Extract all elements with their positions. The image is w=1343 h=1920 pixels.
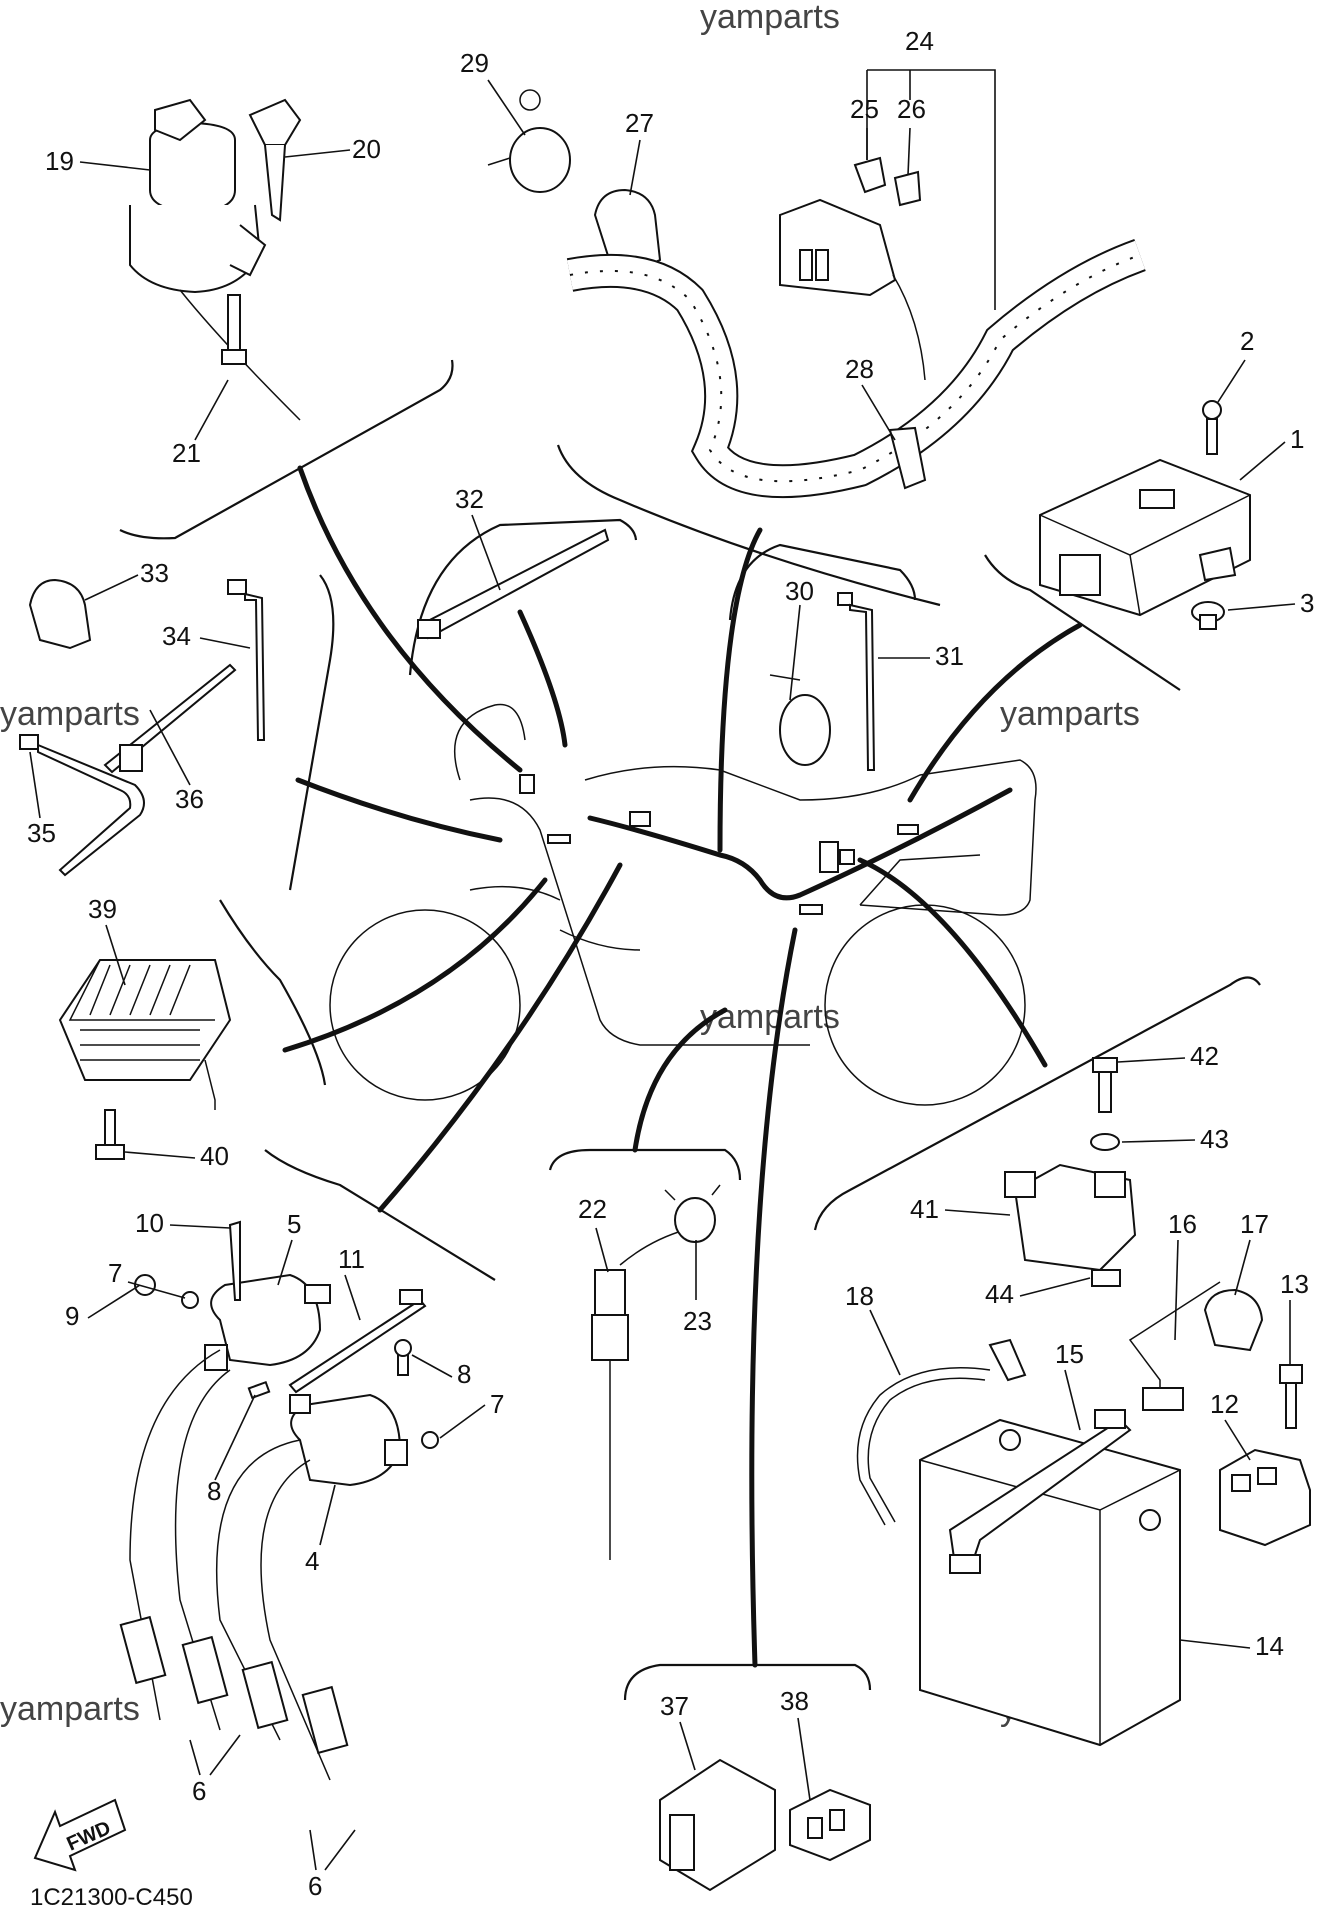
clamp-17-part bbox=[1203, 1288, 1264, 1352]
callout-label: 40 bbox=[200, 1141, 229, 1171]
callout-label: 6 bbox=[308, 1871, 322, 1901]
battery-band-part bbox=[948, 1409, 1132, 1574]
clamp-30-part bbox=[769, 674, 831, 766]
bolt-40-part bbox=[95, 1109, 125, 1160]
callout-label: 13 bbox=[1280, 1269, 1309, 1299]
callout-label: 31 bbox=[935, 641, 964, 671]
bolt-13-part bbox=[1279, 1364, 1303, 1429]
clamp-29-part bbox=[487, 89, 571, 193]
plug-cap-part bbox=[119, 1615, 349, 1755]
cdi-unit-part bbox=[1039, 458, 1251, 617]
callout-label: 16 bbox=[1168, 1209, 1197, 1239]
lead-16-part bbox=[1128, 1281, 1221, 1411]
wiring-harness bbox=[519, 774, 1013, 915]
callout-label: 24 bbox=[905, 26, 934, 56]
callout-label: 43 bbox=[1200, 1124, 1229, 1154]
callout-label: 25 bbox=[850, 94, 879, 124]
callout-label: 39 bbox=[88, 894, 117, 924]
callout-label: 26 bbox=[897, 94, 926, 124]
callout-label: 30 bbox=[785, 576, 814, 606]
ignition-coil-5-part bbox=[204, 1273, 331, 1371]
watermark: yamparts bbox=[700, 998, 840, 1036]
breather-tube-part bbox=[856, 1338, 1027, 1526]
watermark: yamparts bbox=[0, 1690, 140, 1728]
callout-label: 17 bbox=[1240, 1209, 1269, 1239]
clamp-33-part bbox=[28, 578, 92, 650]
callout-label: 7 bbox=[108, 1258, 122, 1288]
callout-label: 32 bbox=[455, 484, 484, 514]
callout-label: 33 bbox=[140, 558, 169, 588]
callout-label: 15 bbox=[1055, 1339, 1084, 1369]
callout-label: 34 bbox=[162, 621, 191, 651]
callout-label: 14 bbox=[1255, 1631, 1284, 1661]
band-34-part bbox=[227, 579, 266, 741]
watermark: yamparts bbox=[700, 0, 840, 36]
callout-label: 8 bbox=[457, 1359, 471, 1389]
callout-label: 8 bbox=[207, 1476, 221, 1506]
callout-label: 2 bbox=[1240, 326, 1254, 356]
callout-label: 36 bbox=[175, 784, 204, 814]
callout-label: 41 bbox=[910, 1194, 939, 1224]
callout-label: 35 bbox=[27, 818, 56, 848]
callout-label: 11 bbox=[338, 1244, 365, 1274]
grommet-23-part bbox=[664, 1184, 721, 1243]
sensor-41-part bbox=[1004, 1163, 1137, 1272]
rectifier-regulator-part bbox=[58, 959, 232, 1110]
watermark: yamparts bbox=[1000, 695, 1140, 733]
callout-label: 20 bbox=[352, 134, 381, 164]
callout-label: 29 bbox=[460, 48, 489, 78]
neutral-switch-part bbox=[591, 1229, 686, 1560]
small-parts-7-8-9-10-11 bbox=[134, 1220, 439, 1449]
callout-label: 7 bbox=[490, 1389, 504, 1419]
flasher-relay-part bbox=[659, 1758, 776, 1892]
callout-label: 1 bbox=[1290, 424, 1304, 454]
battery-part bbox=[919, 1418, 1181, 1747]
callout-label: 22 bbox=[578, 1194, 607, 1224]
motorcycle-outline bbox=[329, 703, 1037, 1106]
callout-label: 6 bbox=[192, 1776, 206, 1806]
callout-label: 9 bbox=[65, 1301, 79, 1331]
starter-relay-part bbox=[1219, 1448, 1311, 1547]
callout-label: 37 bbox=[660, 1691, 689, 1721]
fuse-box-part bbox=[779, 156, 926, 381]
callout-label: 12 bbox=[1210, 1389, 1239, 1419]
callouts: 1 2 3 4 5 6 6 7 7 8 8 9 10 11 12 13 14 1… bbox=[27, 26, 1314, 1901]
callout-label: 27 bbox=[625, 108, 654, 138]
fwd-arrow-icon: FWD bbox=[33, 1798, 127, 1872]
callout-label: 42 bbox=[1190, 1041, 1219, 1071]
washer-43-part bbox=[1090, 1133, 1120, 1151]
spark-plug-leads-part bbox=[119, 1349, 349, 1781]
band-35-part bbox=[19, 734, 145, 877]
ignition-switch-part bbox=[129, 98, 301, 421]
bolt-42-part bbox=[1092, 1057, 1118, 1113]
nut-44-part bbox=[1091, 1269, 1121, 1287]
callout-label: 5 bbox=[287, 1209, 301, 1239]
cable-tie-32-part bbox=[417, 528, 610, 640]
watermark: yamparts bbox=[0, 695, 140, 733]
callout-label: 21 bbox=[172, 438, 201, 468]
callout-label: 44 bbox=[985, 1279, 1014, 1309]
band-31-part bbox=[837, 592, 876, 771]
callout-label: 19 bbox=[45, 146, 74, 176]
callout-label: 38 bbox=[780, 1686, 809, 1716]
connector-38-part bbox=[789, 1788, 871, 1862]
key-part bbox=[248, 98, 302, 222]
callout-label: 3 bbox=[1300, 588, 1314, 618]
band-36-part bbox=[103, 663, 237, 774]
callout-label: 28 bbox=[845, 354, 874, 384]
callout-label: 4 bbox=[305, 1546, 319, 1576]
group-leaders bbox=[282, 465, 1083, 1668]
callout-label: 23 bbox=[683, 1306, 712, 1336]
screw-2-part bbox=[1202, 400, 1222, 455]
callout-label: 18 bbox=[845, 1281, 874, 1311]
drawing-code: 1C21300-C450 bbox=[30, 1884, 193, 1911]
ignition-coil-4-part bbox=[289, 1393, 408, 1487]
spiral-tube-part bbox=[566, 238, 1146, 499]
grommet-3-part bbox=[1191, 601, 1225, 630]
callout-label: 10 bbox=[135, 1208, 164, 1238]
